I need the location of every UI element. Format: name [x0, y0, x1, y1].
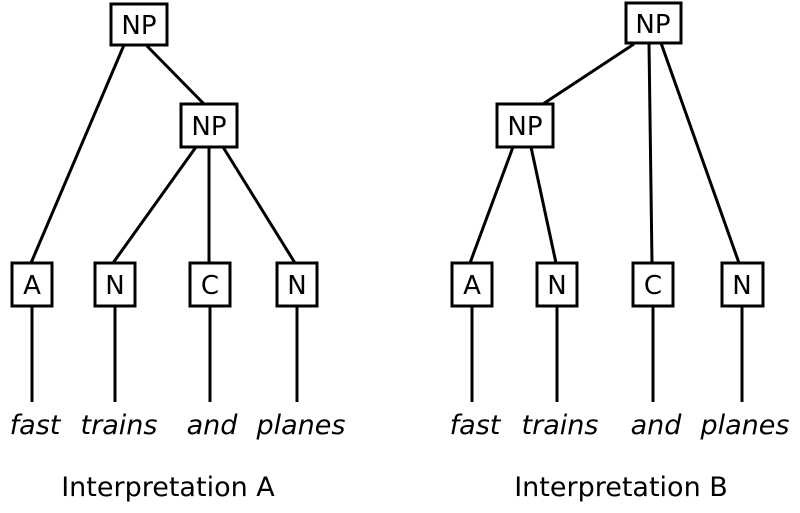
tree-interpretation-a: NP NP A N C N fast trains and planes [10, 2, 346, 503]
edge-b-root-to-c [647, 42, 654, 264]
word-a-fast: fast [10, 410, 62, 441]
node-box [495, 102, 555, 149]
word-b-planes: planes [700, 410, 790, 441]
edge-b-root-to-innernp [542, 42, 635, 106]
node-label: N [105, 271, 124, 301]
node-a-inner-np: NP [179, 102, 239, 149]
node-box [93, 261, 137, 308]
word-a-trains: trains [81, 410, 158, 441]
node-b-leaf-n2: N [720, 261, 765, 308]
node-box [10, 261, 54, 308]
node-box [275, 261, 319, 308]
edge-b-innernp-to-a [468, 146, 515, 264]
edge-a-root-to-innernp [145, 44, 206, 106]
node-b-leaf-n1: N [535, 261, 579, 308]
edge-a-root-to-a [29, 44, 126, 264]
node-a-leaf-n2: N [275, 261, 319, 308]
edge-b-innernp-to-n1 [529, 146, 558, 264]
node-a-root-np: NP [109, 2, 169, 47]
edge-a-innernp-to-n1 [111, 146, 198, 264]
node-box [631, 261, 675, 308]
tree-interpretation-b: NP NP A N C N fast trains and planes [450, 1, 790, 503]
node-label: N [732, 271, 751, 301]
word-b-and: and [631, 410, 683, 441]
node-b-leaf-c: C [631, 261, 675, 308]
edge-a-innernp-to-n2 [221, 146, 297, 264]
node-box [179, 102, 239, 149]
node-label: NP [191, 112, 226, 142]
node-a-leaf-c: C [188, 261, 232, 308]
node-a-leaf-a: A [10, 261, 54, 308]
word-b-trains: trains [522, 410, 599, 441]
node-b-leaf-a: A [450, 261, 494, 308]
node-box [109, 2, 169, 47]
node-label: C [201, 271, 219, 301]
word-b-fast: fast [450, 410, 502, 441]
node-label: C [644, 271, 662, 301]
word-a-planes: planes [256, 410, 346, 441]
node-box [450, 261, 494, 308]
node-label: NP [507, 112, 542, 142]
node-box [720, 261, 765, 308]
node-label: N [547, 271, 566, 301]
node-label: N [287, 271, 306, 301]
node-b-root-np: NP [624, 1, 683, 45]
edge-b-root-to-n2 [659, 42, 741, 264]
word-a-and: and [187, 410, 239, 441]
node-a-leaf-n1: N [93, 261, 137, 308]
node-label: A [463, 271, 481, 301]
node-box [535, 261, 579, 308]
node-label: NP [635, 10, 670, 40]
node-b-inner-np: NP [495, 102, 555, 149]
caption-interpretation-b: Interpretation B [514, 472, 728, 503]
node-box [624, 1, 683, 45]
node-label: NP [121, 11, 156, 41]
caption-interpretation-a: Interpretation A [61, 472, 275, 503]
node-label: A [23, 271, 41, 301]
node-box [188, 261, 232, 308]
